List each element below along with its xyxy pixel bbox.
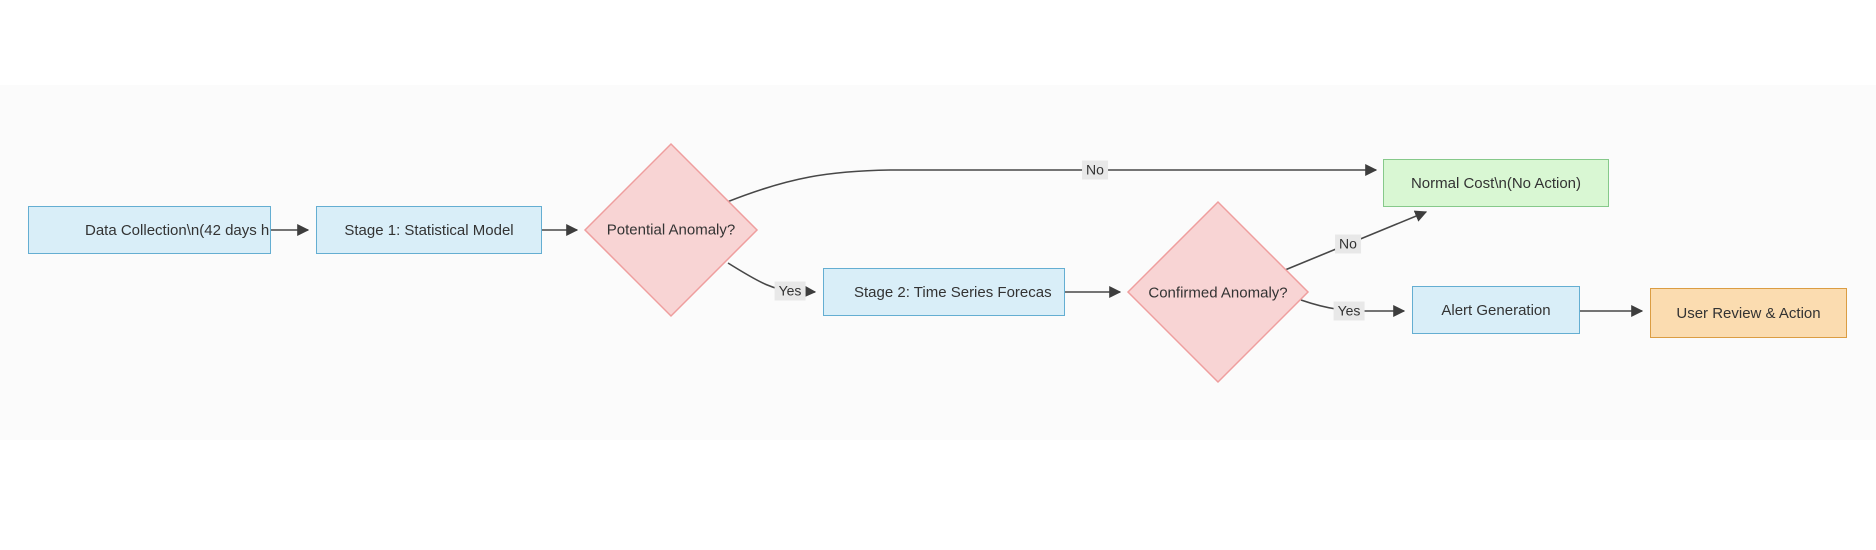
edge-potential-no-to-normalcost	[726, 164, 1378, 203]
node-normal-cost-label: Normal Cost\n(No Action)	[1410, 174, 1582, 192]
edge-label-potential-yes: Yes	[774, 281, 806, 301]
node-user-review-label: User Review & Action	[1676, 304, 1821, 322]
decision-diamond-confirmed-anomaly	[1126, 200, 1310, 384]
node-potential-anomaly-label: Potential Anomaly?	[606, 221, 736, 239]
diagram-background	[0, 85, 1876, 440]
node-data-collection: Data Collection\n(42 days hi	[28, 206, 271, 254]
node-stage2-label: Stage 2: Time Series Forecas	[854, 283, 1052, 301]
node-user-review: User Review & Action	[1650, 288, 1847, 338]
node-stage2: Stage 2: Time Series Forecas	[823, 268, 1065, 316]
node-alert-generation: Alert Generation	[1412, 286, 1580, 334]
node-normal-cost: Normal Cost\n(No Action)	[1383, 159, 1609, 207]
edge-label-confirmed-yes: Yes	[1333, 301, 1365, 321]
node-stage1-label: Stage 1: Statistical Model	[344, 221, 514, 239]
node-data-collection-label: Data Collection\n(42 days hi	[85, 221, 271, 239]
node-confirmed-anomaly-label: Confirmed Anomaly?	[1148, 284, 1288, 302]
node-alert-generation-label: Alert Generation	[1441, 301, 1551, 319]
edge-label-potential-no: No	[1082, 160, 1108, 180]
decision-diamond-potential-anomaly	[583, 142, 759, 318]
node-stage1: Stage 1: Statistical Model	[316, 206, 542, 254]
edge-label-confirmed-no: No	[1335, 234, 1361, 254]
